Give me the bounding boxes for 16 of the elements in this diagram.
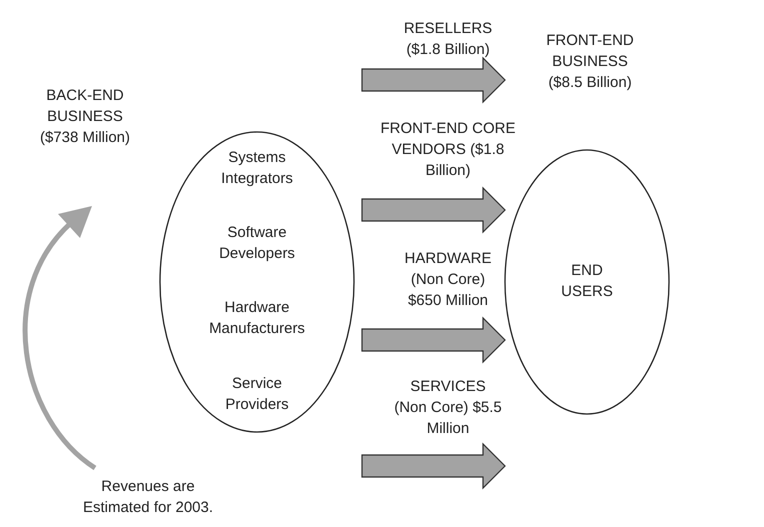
note-text: Revenues are Estimated for 2003. — [82, 477, 214, 518]
edge-label: RESELLERS ($1.8 Billion) — [402, 19, 494, 60]
node-heading: BACK-END BUSINESS ($738 Million) — [38, 86, 132, 148]
block-arrow — [361, 316, 506, 364]
node-text: Hardware Manufacturers — [208, 298, 306, 339]
block-arrow — [361, 442, 506, 490]
node-text: Service Providers — [224, 374, 290, 415]
node-heading: FRONT-END BUSINESS ($8.5 Billion) — [545, 31, 635, 93]
node-text: END USERS — [560, 261, 614, 302]
block-arrow — [361, 56, 506, 104]
edge-label: HARDWARE (Non Core) $650 Million — [404, 249, 492, 311]
edge-label: FRONT-END CORE VENDORS ($1.8 Billion) — [380, 119, 516, 181]
block-arrow — [361, 186, 506, 234]
node-text: Software Developers — [218, 223, 296, 264]
edge-label: SERVICES (Non Core) $5.5 Million — [393, 377, 503, 439]
node-text: Systems Integrators — [220, 148, 294, 189]
